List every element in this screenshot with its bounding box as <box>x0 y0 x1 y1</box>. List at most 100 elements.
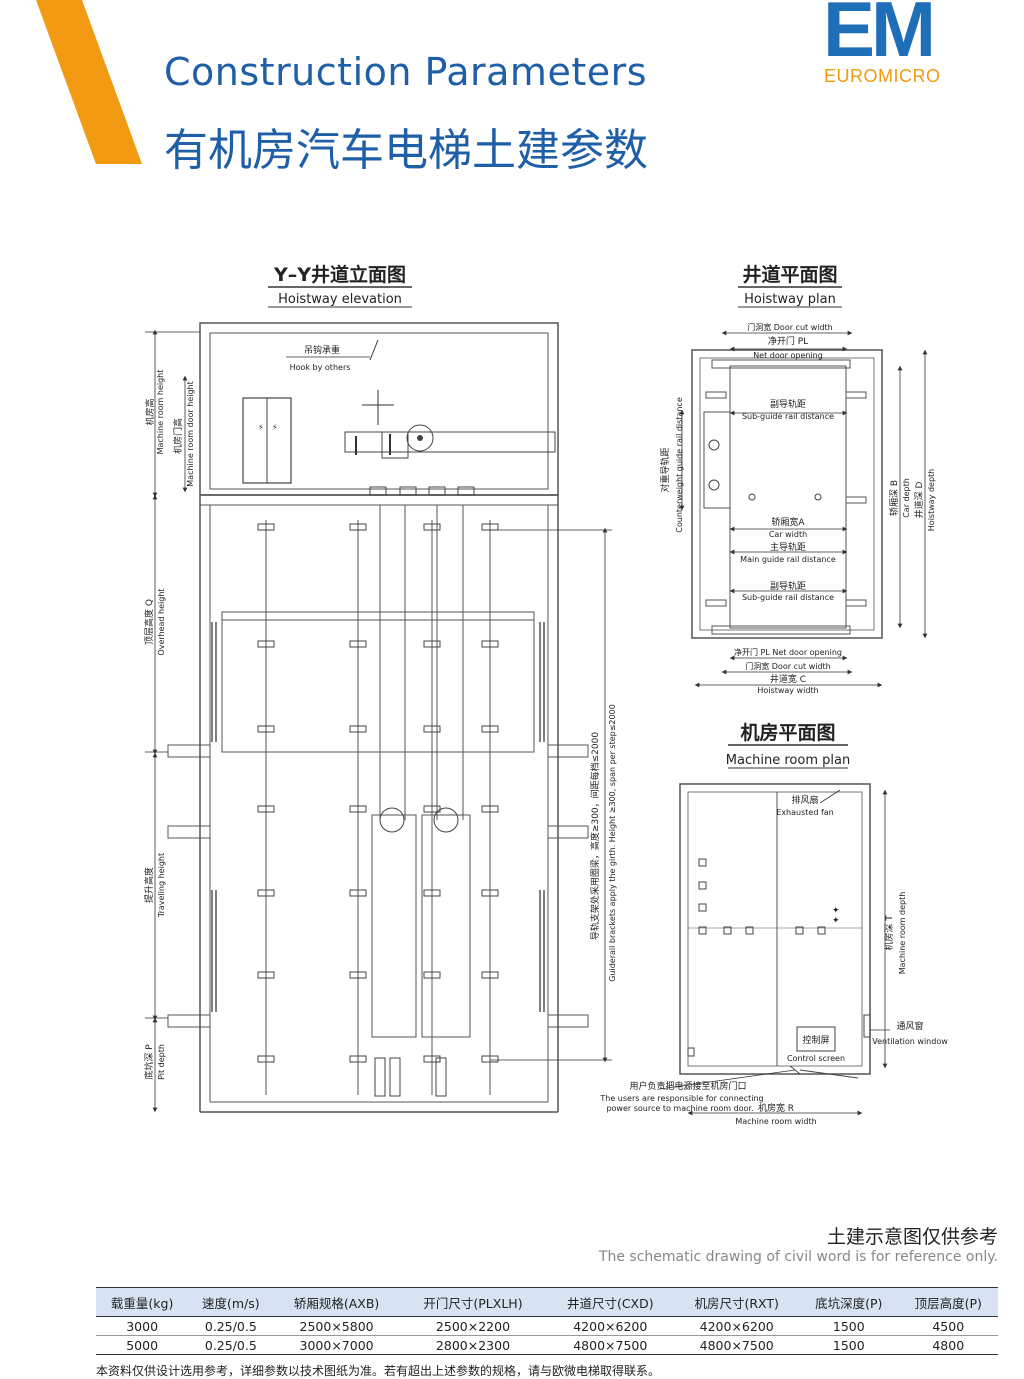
sub-guide-2-en: Sub-guide rail distance <box>742 593 834 602</box>
table-cell: 2500×5800 <box>273 1316 400 1336</box>
col-overhead-height: 顶层高度(P) <box>898 1287 998 1317</box>
table-cell: 3000×7000 <box>273 1335 400 1355</box>
overhead-label-zh: 顶层高度 Q <box>143 599 155 645</box>
car-width-en: Car width <box>769 530 807 539</box>
sub-guide-2-zh: 副导轨距 <box>770 580 806 592</box>
brand-logo: EM EUROMICRO <box>820 0 980 90</box>
hoistway-depth-en: Hoistway depth <box>927 469 936 531</box>
col-door-size: 开门尺寸(PLXLH) <box>399 1287 547 1317</box>
control-screen-en: Control screen <box>787 1054 845 1063</box>
hoistway-elevation: Y–Y井道立面图 Hoistway elevation ⚡ ⚡ 吊钩承重 Hoo… <box>143 263 617 1113</box>
cw-guide-zh: 对重导轨距 <box>659 447 671 492</box>
machine-plan-heading-en: Machine room plan <box>726 753 850 768</box>
svg-text:✦: ✦ <box>832 916 840 926</box>
footer-disclaimer: 本资料仅供设计选用参考，详细参数以技术图纸为准。若有超出上述参数的规格，请与欧微… <box>96 1364 661 1378</box>
table-row: 3000 0.25/0.5 2500×5800 2500×2200 4200×6… <box>96 1316 998 1336</box>
page-title-en: Construction Parameters <box>164 50 648 94</box>
reference-note-en: The schematic drawing of civil word is f… <box>598 1249 998 1265</box>
table-cell: 0.25/0.5 <box>188 1335 274 1355</box>
bolt-icon: ⚡ <box>258 423 264 432</box>
table-cell: 4800×7500 <box>546 1335 675 1355</box>
vent-label-zh: 通风窗 <box>896 1020 923 1032</box>
power-note-en-2: power source to machine room door. <box>606 1104 753 1113</box>
cw-guide-en: Counterweight guide rail distance <box>675 397 684 533</box>
elevation-heading-zh: Y–Y井道立面图 <box>273 263 406 286</box>
col-hoistway-size: 井道尺寸(CXD) <box>546 1287 675 1317</box>
reference-note-zh: 土建示意图仅供参考 <box>826 1226 998 1248</box>
table-cell: 4200×6200 <box>546 1316 675 1336</box>
net-door-bottom: 净开门 PL Net door opening <box>734 647 842 657</box>
table-cell: 4800 <box>898 1335 998 1355</box>
control-screen-box <box>796 1026 836 1052</box>
car-depth-en: Car depth <box>902 478 911 518</box>
net-door-opening-top: Net door opening <box>753 351 823 360</box>
vent-label-en: Ventilation window <box>872 1037 948 1046</box>
machine-width-en: Machine room width <box>735 1117 816 1126</box>
table-cell: 2500×2200 <box>399 1316 547 1336</box>
col-machine-room-size: 机房尺寸(RXT) <box>674 1287 800 1317</box>
control-screen-zh: 控制屏 <box>802 1034 829 1046</box>
bracket-note-zh: 导轨支架处采用圈梁，高度≥300，间距每档≤2000 <box>589 732 601 940</box>
col-speed: 速度(m/s) <box>188 1287 274 1317</box>
table-cell: 4200×6200 <box>674 1316 800 1336</box>
col-pit-depth: 底坑深度(P) <box>799 1287 899 1317</box>
table-header-row: 载重量(kg) 速度(m/s) 轿厢规格(AXB) 开门尺寸(PLXLH) 井道… <box>96 1287 998 1317</box>
hook-label-en: Hook by others <box>290 363 351 372</box>
hoistway-plan: 井道平面图 Hoistway plan <box>659 263 936 695</box>
machine-width-zh: 机房宽 R <box>758 1102 794 1114</box>
table-cell: 1500 <box>799 1316 899 1336</box>
orange-accent-stripe <box>36 0 142 164</box>
machine-plan-heading-zh: 机房平面图 <box>740 721 835 744</box>
machine-depth-en: Machine room depth <box>898 892 907 975</box>
guide-rails <box>265 505 491 1095</box>
logo-mark: EM <box>823 0 936 73</box>
table-cell: 0.25/0.5 <box>188 1316 274 1336</box>
hoistway-width-en: Hoistway width <box>757 686 818 695</box>
machine-room-height-en: Machine room height <box>156 370 165 455</box>
hoistway-plan-heading-en: Hoistway plan <box>744 292 836 307</box>
hoistway-width-zh: 井道宽 C <box>770 673 806 685</box>
fan-mark-icon: ✦ <box>832 906 840 916</box>
power-note-en-1: The users are responsible for connecting <box>599 1094 763 1103</box>
table-cell: 5000 <box>96 1335 189 1355</box>
parameters-table: 载重量(kg) 速度(m/s) 轿厢规格(AXB) 开门尺寸(PLXLH) 井道… <box>96 1287 998 1355</box>
pit-label-zh: 底坑深 P <box>143 1044 155 1080</box>
col-load: 载重量(kg) <box>96 1287 189 1317</box>
sub-guide-1-en: Sub-guide rail distance <box>742 412 834 421</box>
sub-guide-1-zh: 副导轨距 <box>770 398 806 410</box>
logo-text: EUROMICRO <box>824 66 941 86</box>
hook-label-zh: 吊钩承重 <box>304 344 340 356</box>
table-cell: 2800×2300 <box>399 1335 547 1355</box>
machine-door-height-en: Machine room door height <box>186 381 195 486</box>
hoistway-depth-zh: 井道深 D <box>913 482 925 519</box>
page-title-zh: 有机房汽车电梯土建参数 <box>164 125 648 176</box>
car-depth-zh: 轿厢深 B <box>888 480 900 516</box>
machine-door-height-zh: 机房门高 <box>172 418 184 454</box>
table-cell: 1500 <box>799 1335 899 1355</box>
main-guide-en: Main guide rail distance <box>740 555 836 564</box>
table-cell: 4500 <box>898 1316 998 1336</box>
machine-depth-zh: 机房深 T <box>883 915 895 951</box>
net-door-pl-top: 净开门 PL <box>768 335 808 347</box>
machine-room-plan: 机房平面图 Machine room plan ✦ ✦ 排风扇 Exha <box>599 721 948 1126</box>
power-note-zh: 用户负责把电源接至机房门口 <box>629 1080 746 1092</box>
svg-text:⚡: ⚡ <box>272 423 278 432</box>
overhead-label-en: Overhead height <box>157 588 166 655</box>
main-guide-zh: 主导轨距 <box>770 541 806 553</box>
door-cut-width-bottom: 门洞宽 Door cut width <box>745 661 831 671</box>
fan-label-en: Exhausted fan <box>776 808 833 817</box>
fan-label-zh: 排风扇 <box>791 794 818 806</box>
car-width-zh: 轿厢宽A <box>771 516 805 528</box>
door-cut-width-top: 门洞宽 Door cut width <box>747 322 833 332</box>
table-row: 5000 0.25/0.5 3000×7000 2800×2300 4800×7… <box>96 1335 998 1355</box>
table-cell: 4800×7500 <box>674 1335 800 1355</box>
machine-room-height-zh: 机房高 <box>144 398 156 425</box>
table-cell: 3000 <box>96 1316 189 1336</box>
travel-label-zh: 提升高度 <box>143 867 155 903</box>
travel-label-en: Traveling height <box>157 853 166 918</box>
elevation-heading-en: Hoistway elevation <box>278 292 402 307</box>
hoistway-plan-heading-zh: 井道平面图 <box>742 263 837 286</box>
pit-label-en: Pit depth <box>157 1044 166 1080</box>
construction-drawing: Y–Y井道立面图 Hoistway elevation ⚡ ⚡ 吊钩承重 Hoo… <box>143 263 948 1126</box>
bracket-note-en: Guiderail brackets apply the girth. Heig… <box>608 704 617 982</box>
